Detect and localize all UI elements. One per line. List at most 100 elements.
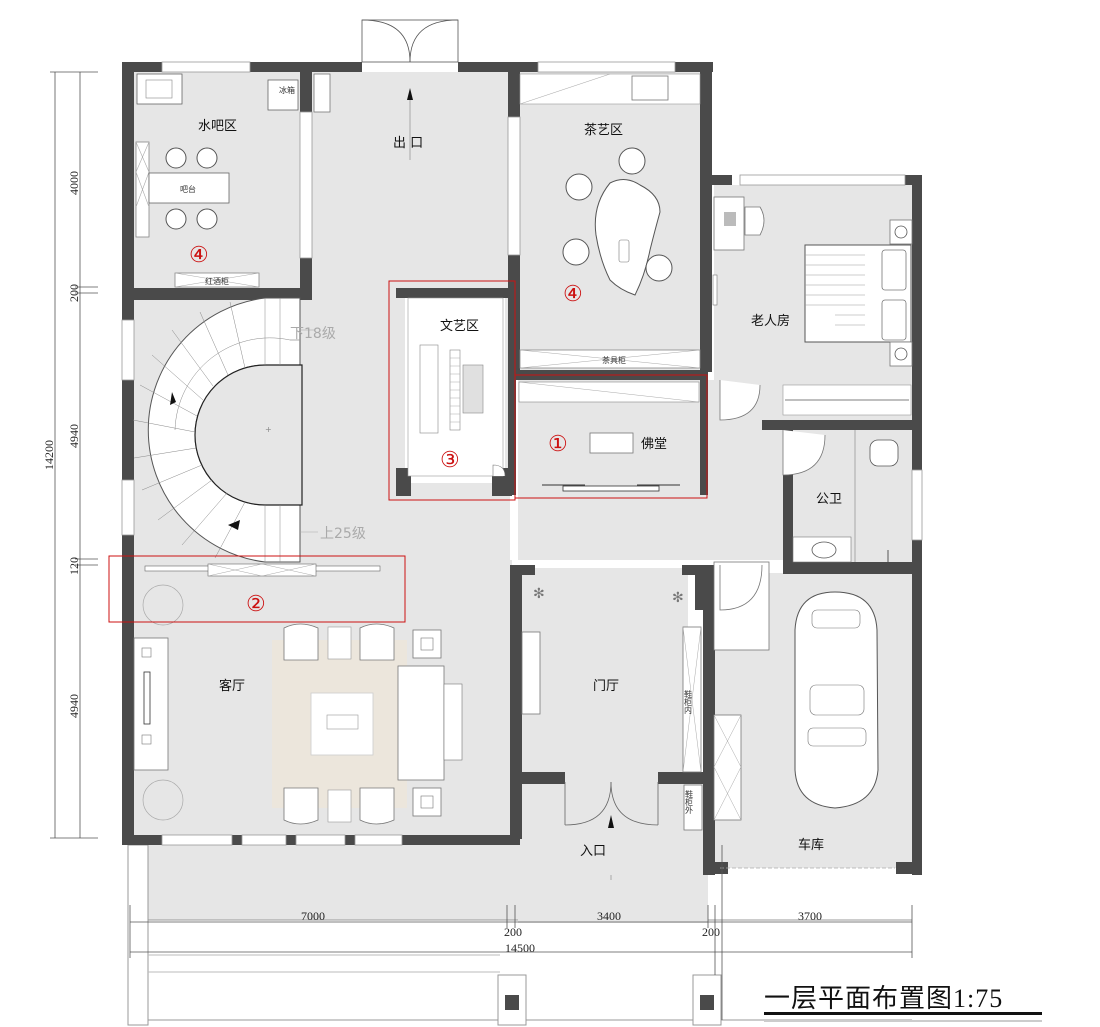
lamp-icon <box>894 347 908 361</box>
stair-arrow-icon <box>228 520 240 530</box>
dim-horizontal-5: 3700 <box>798 909 822 923</box>
pillow <box>881 249 907 291</box>
room-label-elder-room: 老人房 <box>751 313 790 329</box>
dim-vertical-4: 120 <box>67 557 81 575</box>
windows <box>121 61 923 846</box>
sink-icon <box>631 75 669 101</box>
dim-horizontal-3: 3400 <box>597 909 621 923</box>
room-label-living-room: 客厅 <box>219 678 245 694</box>
nightstand <box>889 219 913 245</box>
pillow <box>881 299 907 341</box>
dim-vertical-3: 4940 <box>67 424 81 448</box>
wc-door <box>782 430 826 476</box>
room-label-wc: 公卫 <box>816 492 842 507</box>
title-underline <box>764 1012 1042 1015</box>
horizontal-dimensions <box>129 845 913 1020</box>
storage-cabinet <box>713 714 742 821</box>
side-table <box>327 789 352 823</box>
end-table <box>412 629 442 659</box>
drawing-title: 一层平面布置图1:75 <box>764 984 1004 1013</box>
room-label-water-bar: 水吧区 <box>198 119 237 134</box>
bar-stool <box>196 147 218 169</box>
chair <box>744 206 765 236</box>
nightstand <box>889 341 913 367</box>
tea-table <box>594 179 661 296</box>
foyer-furniture: ✻ ✻ <box>521 586 703 831</box>
room-label-foyer: 门厅 <box>593 679 619 694</box>
elder-room-door[interactable] <box>719 380 761 421</box>
marker-4-water-bar: ④ <box>189 242 209 267</box>
sink-icon <box>136 73 183 105</box>
room-label-entrance: 入口 <box>580 844 606 859</box>
toilet-icon <box>869 439 899 467</box>
label-shoe-cabinet-inner: 鞋柜内 <box>684 689 693 715</box>
svg-text:+: + <box>265 425 272 434</box>
lamp-icon <box>894 225 908 239</box>
garage-furniture <box>713 561 895 869</box>
dim-horizontal-4: 200 <box>702 925 720 939</box>
armchair <box>359 623 395 661</box>
marker-2: ② <box>246 591 266 616</box>
shoe-cabinet-outer <box>683 784 703 831</box>
marker-4-tea-room: ④ <box>563 281 583 306</box>
room-label-exit: 出 口 <box>393 136 423 151</box>
armchair <box>283 623 319 661</box>
wc-furniture <box>782 430 899 563</box>
dim-vertical-1: 4000 <box>67 171 81 195</box>
dim-vertical-total: 14200 <box>42 440 56 470</box>
tea-room-furniture <box>519 73 701 369</box>
room-label-art-area: 文艺区 <box>440 319 479 334</box>
stair-down-label: 下18级 <box>290 326 336 342</box>
sliding-partition <box>144 563 381 577</box>
annotation-box-2 <box>108 555 406 623</box>
spiral-staircase: + <box>132 297 318 563</box>
annotation-box-1 <box>514 374 708 499</box>
fridge-icon <box>267 79 299 111</box>
room-label-tea-room: 茶艺区 <box>584 122 623 138</box>
floor-entrance <box>518 778 708 923</box>
dim-vertical-2: 200 <box>67 284 81 302</box>
end-table <box>412 787 442 817</box>
marker-3: ③ <box>440 447 460 472</box>
dim-horizontal-total: 14500 <box>505 941 535 955</box>
room-label-garage: 车库 <box>798 837 824 853</box>
floor-foyer <box>518 568 688 778</box>
altar <box>589 432 634 454</box>
stair-up-label: 上25级 <box>320 526 366 542</box>
terrace-edge-left <box>127 844 149 1026</box>
title-underline-secondary <box>764 1020 1042 1022</box>
elder-room-furniture <box>712 196 913 416</box>
label-fridge: 冰箱 <box>279 85 295 95</box>
label-bar-counter: 吧台 <box>180 184 196 194</box>
sofa <box>397 665 445 781</box>
label-wine-cabinet: 红酒柜 <box>205 276 229 286</box>
armchair <box>359 787 395 825</box>
annotation-boxes <box>108 280 708 623</box>
garage-door-swing <box>719 564 763 611</box>
entrance-door[interactable] <box>564 781 659 826</box>
bar-stool <box>165 147 187 169</box>
bar-counter <box>148 172 230 204</box>
label-shoe-cabinet-outer: 鞋柜外 <box>685 789 694 815</box>
plant-icon <box>142 779 184 821</box>
column-right <box>700 995 714 1010</box>
living-room-furniture <box>133 584 463 825</box>
vertical-dimensions <box>50 71 98 839</box>
svg-text:✻: ✻ <box>672 590 684 606</box>
entrance-arrow-icon <box>608 815 614 828</box>
bar-stool <box>165 208 187 230</box>
water-bar-furniture <box>135 73 299 288</box>
column-left <box>505 995 519 1010</box>
stair-arrow-icon <box>170 392 176 405</box>
bar-stool <box>196 208 218 230</box>
exit-door[interactable] <box>361 19 459 63</box>
buddha-hall-furniture <box>518 381 700 492</box>
svg-text:✻: ✻ <box>533 586 545 602</box>
dim-horizontal-2: 200 <box>504 925 522 939</box>
dim-horizontal-1: 7000 <box>301 909 325 923</box>
side-table <box>327 626 352 660</box>
wash-basin-icon <box>811 541 837 559</box>
label-tea-cabinet: 茶具柜 <box>602 355 626 365</box>
exit-arrow-icon <box>407 88 413 100</box>
